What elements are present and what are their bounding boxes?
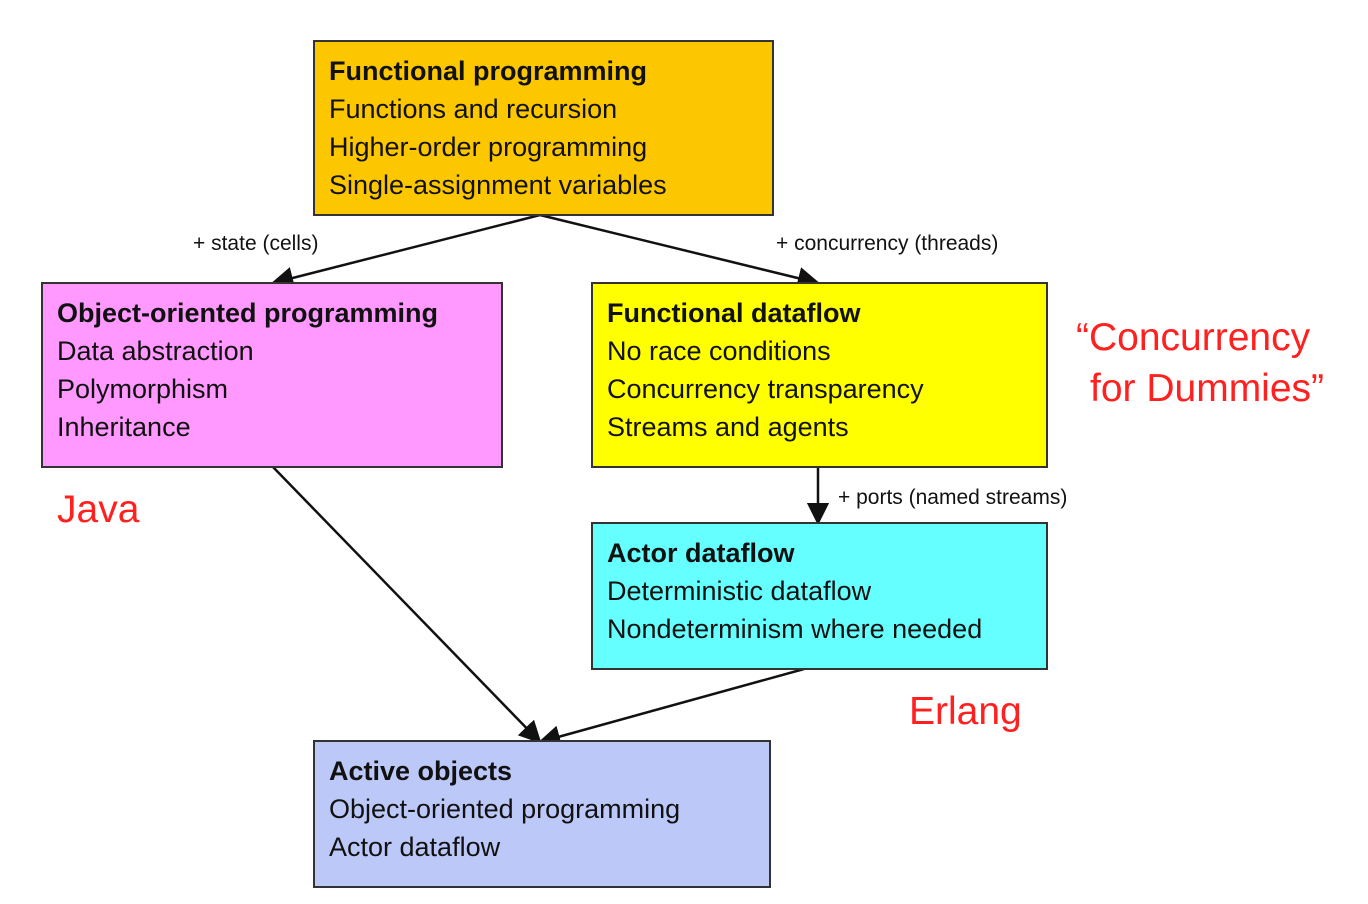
annotation-erlang: Erlang <box>909 690 1022 733</box>
edge-oop-to-active <box>272 466 542 744</box>
node-title: Functional dataflow <box>607 298 861 328</box>
node-line: Single-assignment variables <box>329 170 667 200</box>
edge-actor-to-active <box>537 667 805 748</box>
node-line: Nondeterminism where needed <box>607 614 983 644</box>
node-line: Concurrency transparency <box>607 374 924 404</box>
node-line: Inheritance <box>57 412 191 442</box>
node-line: Deterministic dataflow <box>607 576 872 606</box>
edge-label-state: + state (cells) <box>193 232 319 255</box>
node-title: Functional programming <box>329 56 648 86</box>
node-line: Streams and agents <box>607 412 849 442</box>
edge-label-concurrency: + concurrency (threads) <box>776 232 999 255</box>
node-actor-dataflow: Actor dataflow Deterministic dataflow No… <box>591 522 1048 670</box>
edge-functional-to-oop <box>270 213 541 289</box>
node-line: Higher-order programming <box>329 132 648 162</box>
node-functional-dataflow: Functional dataflow No race conditions C… <box>591 282 1048 468</box>
annotation-java: Java <box>57 488 140 531</box>
node-title: Actor dataflow <box>607 538 795 568</box>
node-functional-programming: Functional programming Functions and rec… <box>313 40 774 216</box>
node-object-oriented-programming: Object-oriented programming Data abstrac… <box>41 282 503 468</box>
node-line: Object-oriented programming <box>329 794 681 824</box>
edge-functional-to-dataflow <box>539 213 821 290</box>
node-active-objects: Active objects Object-oriented programmi… <box>313 740 771 888</box>
annotation-dummies-line2: for Dummies” <box>1090 367 1325 410</box>
node-line: Actor dataflow <box>329 832 501 862</box>
node-line: Functions and recursion <box>329 94 618 124</box>
node-line: No race conditions <box>607 336 831 366</box>
node-title: Object-oriented programming <box>57 298 439 328</box>
node-line: Data abstraction <box>57 336 254 366</box>
edge-label-ports: + ports (named streams) <box>838 486 1068 509</box>
node-line: Polymorphism <box>57 374 229 404</box>
node-title: Active objects <box>329 756 513 786</box>
annotation-dummies-line1: “Concurrency <box>1076 316 1311 359</box>
